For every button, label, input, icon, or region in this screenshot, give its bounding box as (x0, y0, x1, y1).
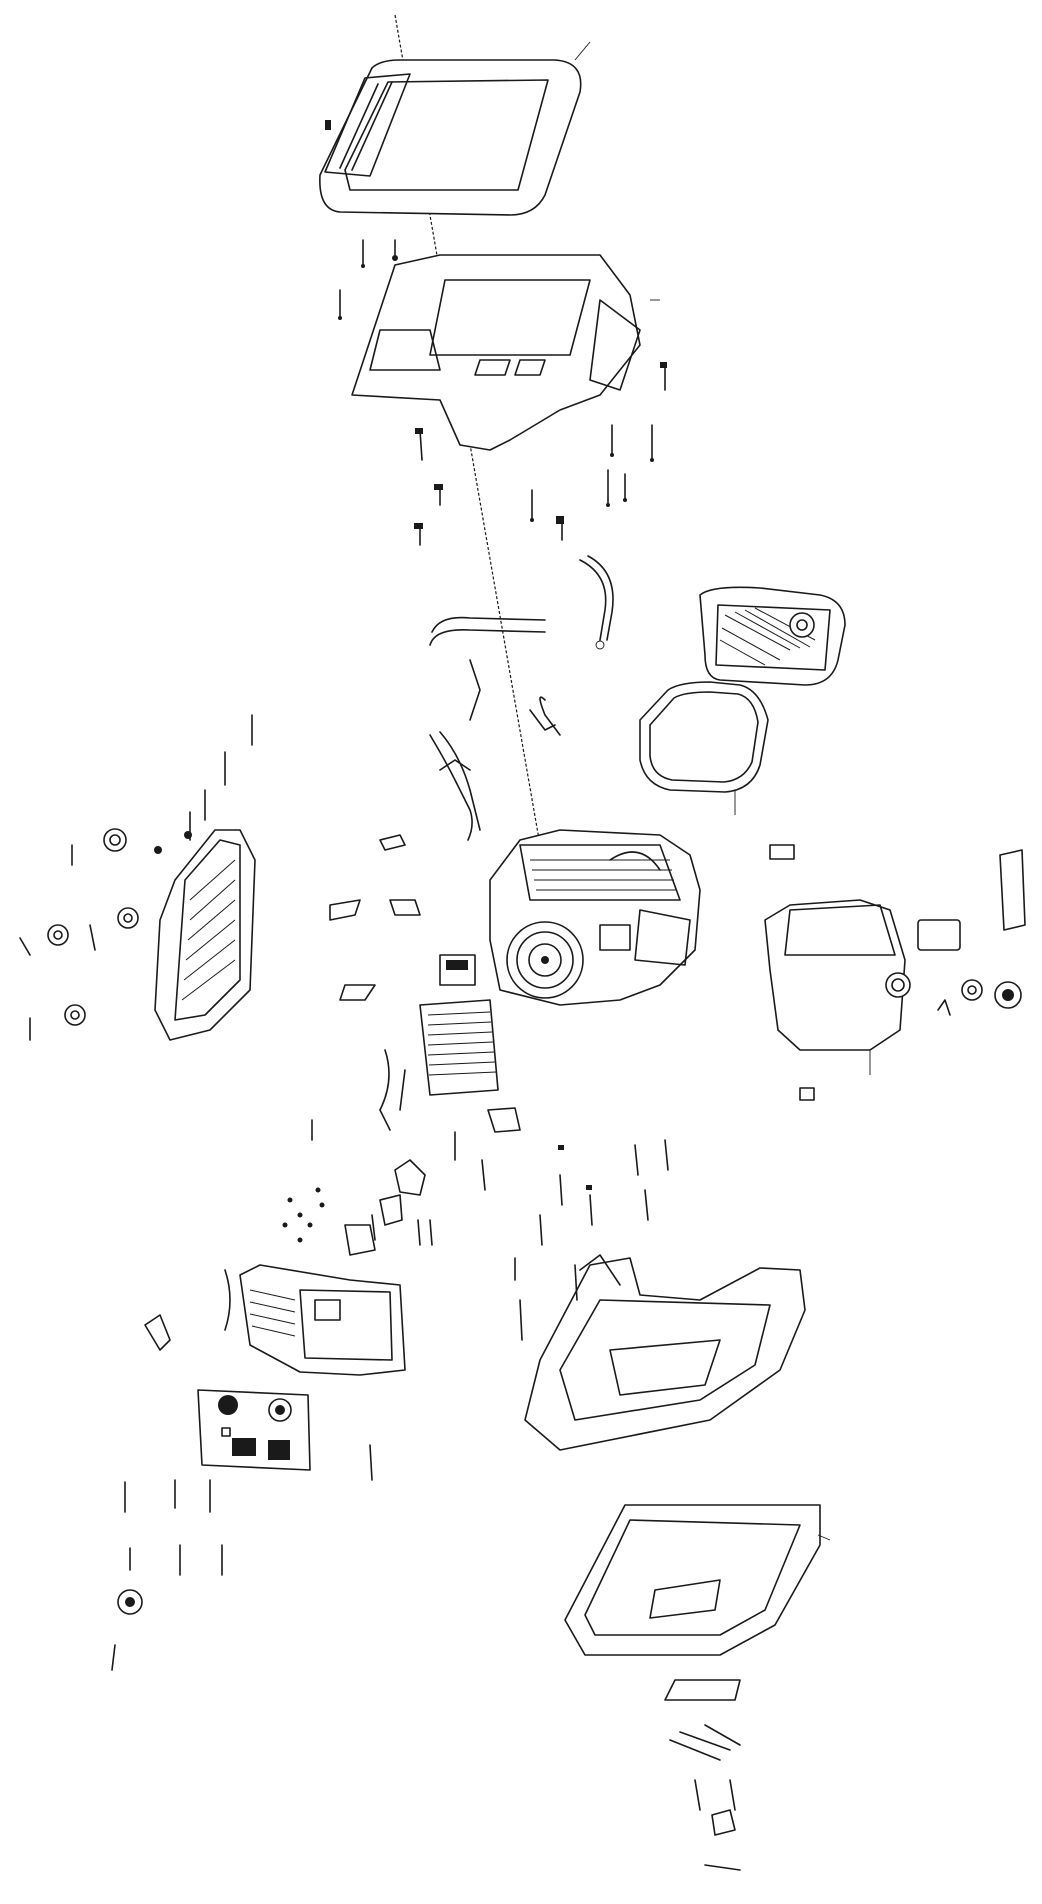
fastener-group-middle (282, 1119, 669, 1481)
upper-cover (351, 254, 660, 451)
side-panel-left (154, 829, 256, 1041)
engine-block (489, 829, 701, 1006)
bottom-left-knob (111, 1479, 223, 1671)
control-panel-housing (239, 1264, 406, 1376)
regulator-parts (144, 1049, 426, 1351)
fastener-group-upper (338, 239, 667, 546)
small-bracket (664, 1679, 741, 1871)
top-handle-frame (319, 41, 591, 216)
bracket-group-middle (329, 834, 521, 1133)
gasket-ring (639, 681, 769, 815)
inverter-module (419, 954, 499, 1096)
outlet-plate (197, 1389, 311, 1471)
tank-accessories (769, 844, 1026, 1101)
bottom-tray (564, 1504, 831, 1656)
knob-group-left (19, 714, 253, 1041)
cable-harness (429, 731, 481, 841)
air-filter-cover (699, 586, 846, 686)
lower-base (524, 1254, 806, 1451)
fuel-tank (764, 899, 911, 1075)
hose-group (429, 555, 614, 736)
